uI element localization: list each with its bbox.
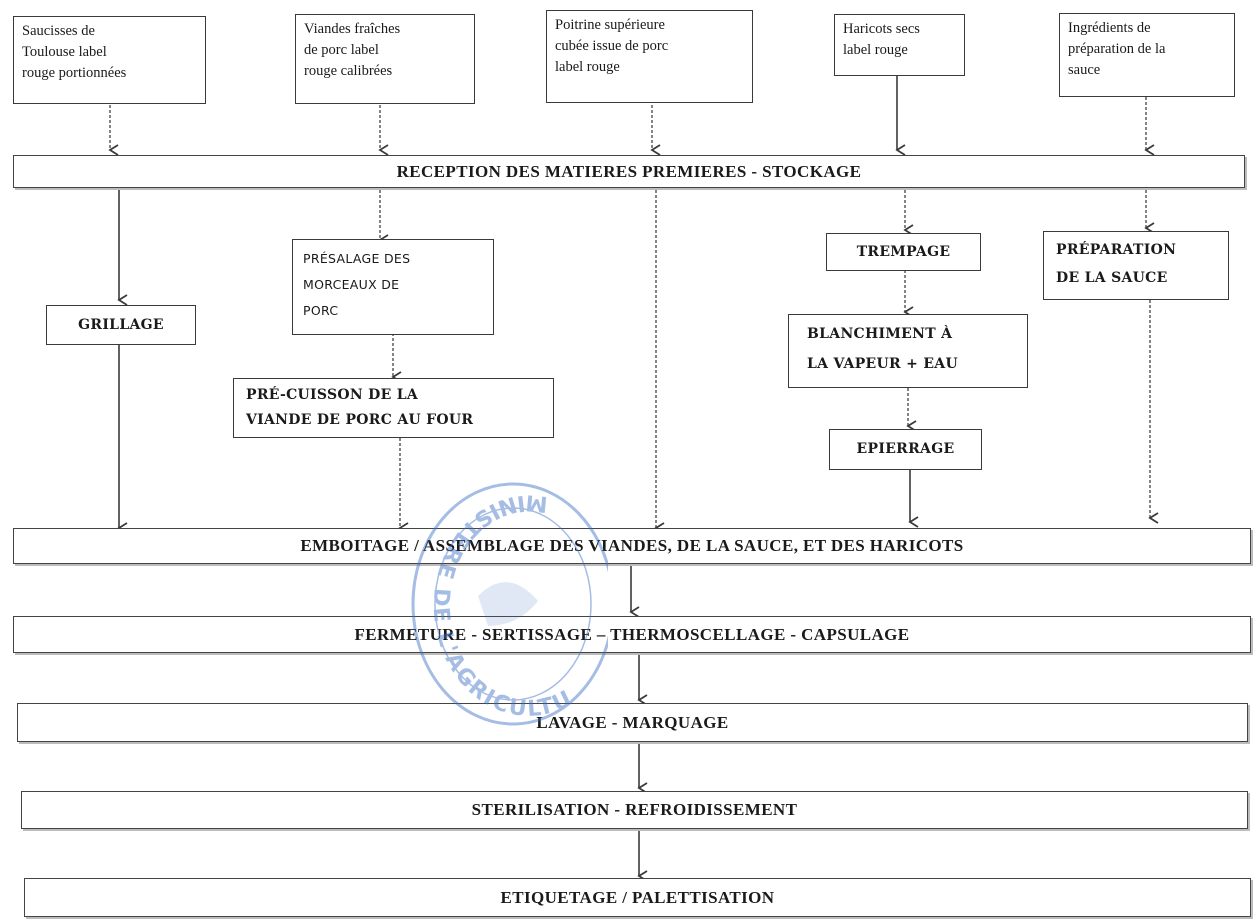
- step-blanchiment: BLANCHIMENT À LA VAPEUR + EAU: [788, 314, 1028, 388]
- band-emboitage: EMBOITAGE / ASSEMBLAGE DES VIANDES, DE L…: [13, 528, 1251, 564]
- band-reception: RECEPTION DES MATIERES PREMIERES - STOCK…: [13, 155, 1245, 188]
- step-preparation: PRÉPARATION DE LA SAUCE: [1043, 231, 1229, 300]
- band-sterilisation: STERILISATION - REFROIDISSEMENT: [21, 791, 1248, 829]
- step-precuisson: PRÉ-CUISSON DE LA VIANDE DE PORC AU FOUR: [233, 378, 554, 438]
- band-lavage: LAVAGE - MARQUAGE: [17, 703, 1248, 742]
- band-etiquetage: ETIQUETAGE / PALETTISATION: [24, 878, 1251, 917]
- step-trempage: TREMPAGE: [826, 233, 981, 271]
- step-grillage: GRILLAGE: [46, 305, 196, 345]
- step-epierrage: EPIERRAGE: [829, 429, 982, 470]
- band-fermeture: FERMETURE - SERTISSAGE – THERMOSCELLAGE …: [13, 616, 1251, 653]
- step-presalage: PRÉSALAGE DES MORCEAUX DE PORC: [292, 239, 494, 335]
- input-viandes: Viandes fraîches de porc label rouge cal…: [295, 14, 475, 104]
- input-haricots: Haricots secs label rouge: [834, 14, 965, 76]
- input-saucisses: Saucisses de Toulouse label rouge portio…: [13, 16, 206, 104]
- input-ingredients: Ingrédients de préparation de la sauce: [1059, 13, 1235, 97]
- input-poitrine: Poitrine supérieure cubée issue de porc …: [546, 10, 753, 103]
